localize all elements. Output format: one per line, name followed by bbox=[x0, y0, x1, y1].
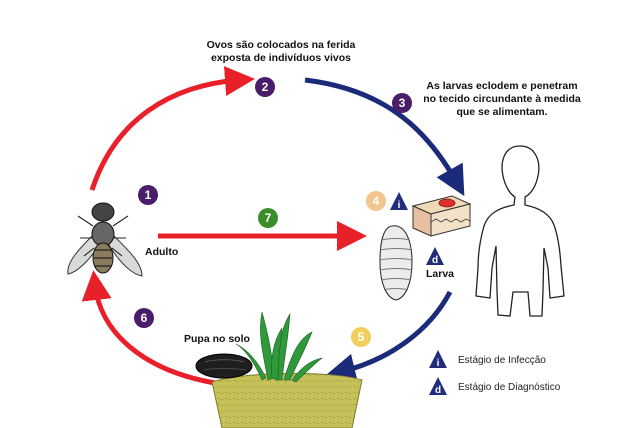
step-7-marker: 7 bbox=[258, 208, 278, 228]
step-4-marker: 4 bbox=[366, 191, 386, 211]
step-1-marker: 1 bbox=[138, 185, 158, 205]
legend-infection-triangle: i bbox=[428, 349, 448, 369]
larva-label: Larva bbox=[426, 268, 455, 280]
arrow-larva-to-soil bbox=[325, 290, 453, 384]
svg-text:i: i bbox=[398, 200, 401, 211]
step-3-marker: 3 bbox=[392, 93, 412, 113]
arrow-adult-to-eggs bbox=[89, 66, 255, 191]
fly-icon bbox=[67, 202, 143, 277]
step-2-marker: 2 bbox=[255, 77, 275, 97]
wound-icon bbox=[411, 195, 472, 237]
pupa-label: Pupa no solo bbox=[184, 333, 250, 345]
legend-diagnostic-triangle: d bbox=[428, 376, 448, 396]
larvae-label-line1: As larvas eclodem e penetram bbox=[426, 80, 578, 92]
infection-stage-badge: i bbox=[389, 191, 409, 211]
larvae-label-line2: no tecido circundante à medida bbox=[423, 93, 581, 105]
step-6-marker: 6 bbox=[134, 308, 154, 328]
pupa-icon bbox=[195, 353, 253, 379]
soil-icon bbox=[211, 372, 363, 428]
arrow-soil-to-adult bbox=[81, 270, 216, 386]
adult-label: Adulto bbox=[145, 246, 179, 258]
svg-text:i: i bbox=[437, 358, 440, 369]
svg-text:d: d bbox=[432, 255, 438, 266]
step-5-marker: 5 bbox=[351, 327, 371, 347]
grass-icon bbox=[235, 311, 323, 383]
legend-diagnostic-label: Estágio de Diagnóstico bbox=[458, 382, 561, 393]
larva-icon bbox=[379, 225, 413, 301]
eggs-label-line2: exposta de indivíduos vivos bbox=[210, 52, 352, 64]
eggs-label-line1: Ovos são colocados na ferida bbox=[206, 39, 356, 51]
larvae-label: As larvas eclodem e penetram no tecido c… bbox=[412, 80, 592, 119]
human-silhouette-icon bbox=[475, 145, 565, 317]
legend-infection-label: Estágio de Infecção bbox=[458, 355, 546, 366]
svg-text:d: d bbox=[435, 385, 441, 396]
eggs-label: Ovos são colocados na ferida exposta de … bbox=[196, 39, 366, 65]
diagnostic-stage-badge: d bbox=[425, 246, 445, 266]
arrow-eggs-to-larvae bbox=[304, 77, 465, 197]
larvae-label-line3: que se alimentam. bbox=[456, 106, 548, 118]
